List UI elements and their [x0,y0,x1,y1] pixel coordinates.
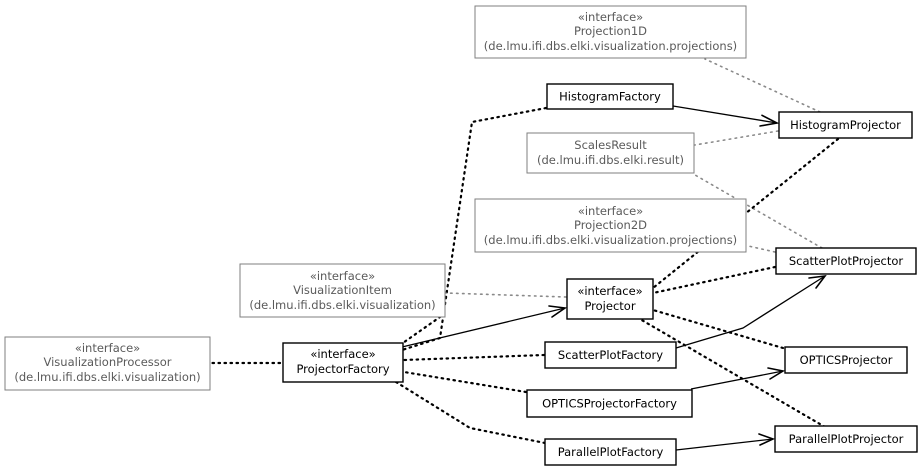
class-visualization-processor-box [4,336,211,391]
class-parallelplot-factory-name: ParallelPlotFactory [558,445,664,459]
dep-histogramprojector-projection1d [704,58,821,113]
class-projector-box [566,278,654,320]
class-optics-projector-factory[interactable]: OPTICSProjectorFactory [526,389,693,418]
arrowhead-projector [548,305,568,318]
dep-parallelplotprojector-projector [638,317,827,429]
class-visualization-item-box [239,263,446,318]
class-histogram-factory-box [546,83,674,110]
dep-histogramprojector-scalesresult [694,130,779,146]
dep-scatterplotprojector-projection2d [734,242,776,253]
class-projection2d[interactable]: «interface» Projection2D (de.lmu.ifi.dbs… [474,198,747,253]
class-parallelplot-factory[interactable]: ParallelPlotFactory [544,438,677,466]
class-optics-projector[interactable]: OPTICSProjector [784,346,908,374]
class-projection2d-stereotype: «interface» [578,204,643,218]
class-histogram-factory-name: HistogramFactory [559,90,661,104]
arrowhead-scatterplotprojector [808,274,827,289]
class-optics-projector-name: OPTICSProjector [800,353,893,367]
class-projector-factory-stereotype: «interface» [310,347,375,361]
arrowhead-histogramprojector [759,114,780,127]
dep-scatterplotfactory-projectorfactory [402,353,546,362]
class-visualization-item-name: VisualizationItem [293,283,392,297]
class-projection1d-name: Projection1D [574,24,647,38]
class-scatterplot-projector-name: ScatterPlotProjector [789,254,904,268]
dep-opticsprojectorfactory-projectorfactory [402,370,528,394]
class-visualization-item-stereotype: «interface» [310,269,375,283]
dep-opticsprojector-projector [651,308,785,350]
class-scatterplot-factory[interactable]: ScatterPlotFactory [544,341,677,369]
dep-projectorfactory-visualizationitem [398,315,442,347]
assoc-projectorfactory-projector [401,307,566,348]
dep-parallelplotfactory-projectorfactory [394,380,547,445]
class-scatterplot-projector-box [775,247,917,275]
class-projection1d[interactable]: «interface» Projection1D (de.lmu.ifi.dbs… [474,5,747,59]
class-scales-result-box [526,132,695,174]
dep-scatterplotprojector-projector [651,265,777,295]
class-projector-stereotype: «interface» [577,284,642,298]
assoc-parallelplotfactory-parallelplotprojector [675,438,774,451]
arrowhead-parallelplotprojector [758,433,776,446]
class-visualization-item-package: (de.lmu.ifi.dbs.elki.visualization) [249,298,435,312]
class-scales-result[interactable]: ScalesResult (de.lmu.ifi.dbs.elki.result… [526,132,695,174]
class-projector-factory-box [282,342,404,383]
edges [209,58,840,451]
class-histogram-factory[interactable]: HistogramFactory [546,83,674,110]
assoc-scatterplotfactory-scatterplotprojector [675,275,826,349]
class-optics-projector-factory-box [526,389,693,418]
class-projector-name: Projector [584,299,635,313]
class-scatterplot-projector[interactable]: ScatterPlotProjector [775,247,917,275]
class-projection1d-box [474,5,747,59]
dep-histogramfactory-projectorfactory [400,106,548,352]
class-parallelplot-projector-name: ParallelPlotProjector [789,432,904,446]
dep-histogramprojector-projector [651,137,840,290]
class-projection1d-package: (de.lmu.ifi.dbs.elki.visualization.proje… [484,39,737,53]
class-projector-factory[interactable]: «interface» ProjectorFactory [282,342,404,383]
class-projection2d-package: (de.lmu.ifi.dbs.elki.visualization.proje… [484,233,737,247]
class-scales-result-name: ScalesResult [574,138,647,152]
class-histogram-projector-box [778,111,913,139]
dep-projector-visualizationitem [445,292,567,298]
class-projection2d-name: Projection2D [574,218,647,232]
class-visualization-processor-package: (de.lmu.ifi.dbs.elki.visualization) [14,370,200,384]
class-parallelplot-projector[interactable]: ParallelPlotProjector [774,425,918,453]
arrowhead-opticsprojector [767,367,786,380]
class-visualization-processor-stereotype: «interface» [75,341,140,355]
dep-scatterplotprojector-scalesresult [694,174,823,249]
assoc-opticsprojectorfactory-opticsprojector [690,370,784,390]
class-projection2d-box [474,198,747,253]
class-parallelplot-projector-box [774,425,918,453]
class-optics-projector-box [784,346,908,374]
class-histogram-projector-name: HistogramProjector [790,118,901,132]
class-visualization-processor-name: VisualizationProcessor [43,355,171,369]
class-histogram-projector[interactable]: HistogramProjector [778,111,913,139]
class-optics-projector-factory-name: OPTICSProjectorFactory [542,397,677,411]
class-visualization-processor[interactable]: «interface» VisualizationProcessor (de.l… [4,336,211,391]
class-visualization-item[interactable]: «interface» VisualizationItem (de.lmu.if… [239,263,446,318]
class-projection1d-stereotype: «interface» [578,10,643,24]
class-scatterplot-factory-name: ScatterPlotFactory [558,348,663,362]
class-projector[interactable]: «interface» Projector [566,278,654,320]
assoc-histogramfactory-histogramprojector [672,105,778,124]
class-parallelplot-factory-box [544,438,677,466]
class-scales-result-package: (de.lmu.ifi.dbs.elki.result) [537,153,684,167]
class-scatterplot-factory-box [544,341,677,369]
class-projector-factory-name: ProjectorFactory [296,362,389,376]
